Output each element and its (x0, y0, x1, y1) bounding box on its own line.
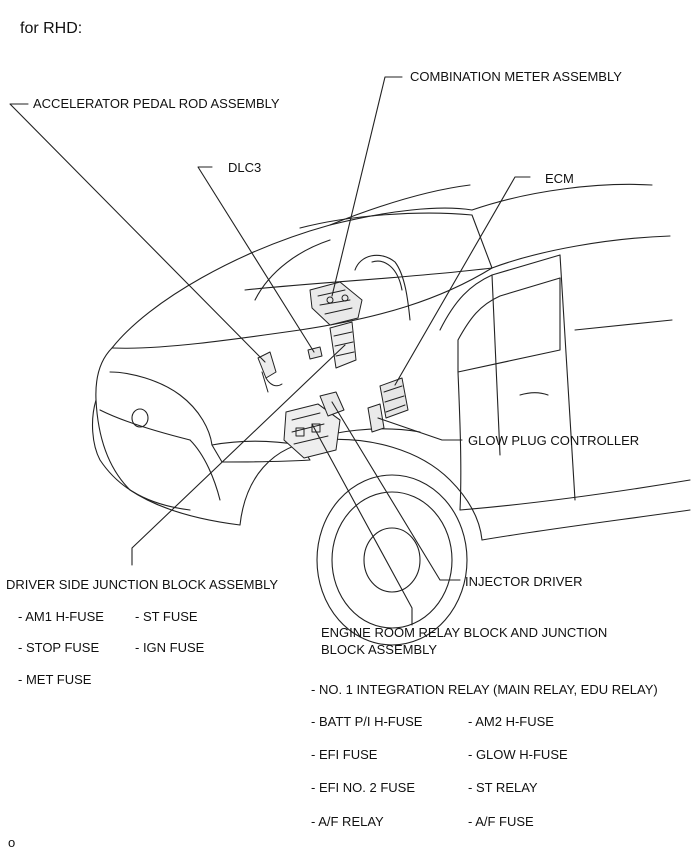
label-accelerator-pedal: ACCELERATOR PEDAL ROD ASSEMBLY (33, 96, 280, 111)
list-item: - ST FUSE (135, 609, 198, 624)
label-engine-room-relay-block-2: BLOCK ASSEMBLY (321, 642, 438, 657)
list-item: - ST RELAY (468, 780, 538, 795)
component-ecm (379, 377, 409, 419)
label-dlc3: DLC3 (228, 160, 262, 175)
list-item: - IGN FUSE (135, 640, 205, 655)
component-engine-room-relay-block (283, 403, 341, 459)
label-driver-side-junction-block: DRIVER SIDE JUNCTION BLOCK ASSEMBLY (6, 577, 279, 592)
label-ecm: ECM (545, 171, 574, 186)
list-item: - A/F RELAY (311, 814, 384, 829)
list-item: - MET FUSE (18, 672, 92, 687)
component-accelerator-pedal (257, 351, 283, 393)
component-injector-driver (319, 391, 345, 417)
component-glow-plug-controller (367, 403, 385, 433)
list-item: - EFI NO. 2 FUSE (311, 780, 416, 795)
label-injector-driver: INJECTOR DRIVER (465, 574, 583, 589)
footer-mark: o (8, 835, 16, 850)
label-glow-plug-controller: GLOW PLUG CONTROLLER (468, 433, 640, 448)
list-item: - STOP FUSE (18, 640, 100, 655)
vehicle-outline (91, 183, 691, 646)
label-engine-room-relay-block-1: ENGINE ROOM RELAY BLOCK AND JUNCTION (321, 625, 608, 640)
list-item: - NO. 1 INTEGRATION RELAY (MAIN RELAY, E… (311, 682, 658, 697)
page-heading: for RHD: (20, 20, 83, 37)
list-item: - GLOW H-FUSE (468, 747, 568, 762)
list-item: - AM2 H-FUSE (468, 714, 554, 729)
list-item: - A/F FUSE (468, 814, 534, 829)
leader-lines (9, 76, 531, 626)
component-driver-side-junction-block (329, 321, 357, 369)
list-item: - EFI FUSE (311, 747, 378, 762)
list-item: - BATT P/I H-FUSE (311, 714, 423, 729)
list-item: - AM1 H-FUSE (18, 609, 104, 624)
label-combination-meter: COMBINATION METER ASSEMBLY (410, 69, 622, 84)
component-combination-meter (309, 281, 363, 326)
component-dlc3 (307, 346, 323, 360)
